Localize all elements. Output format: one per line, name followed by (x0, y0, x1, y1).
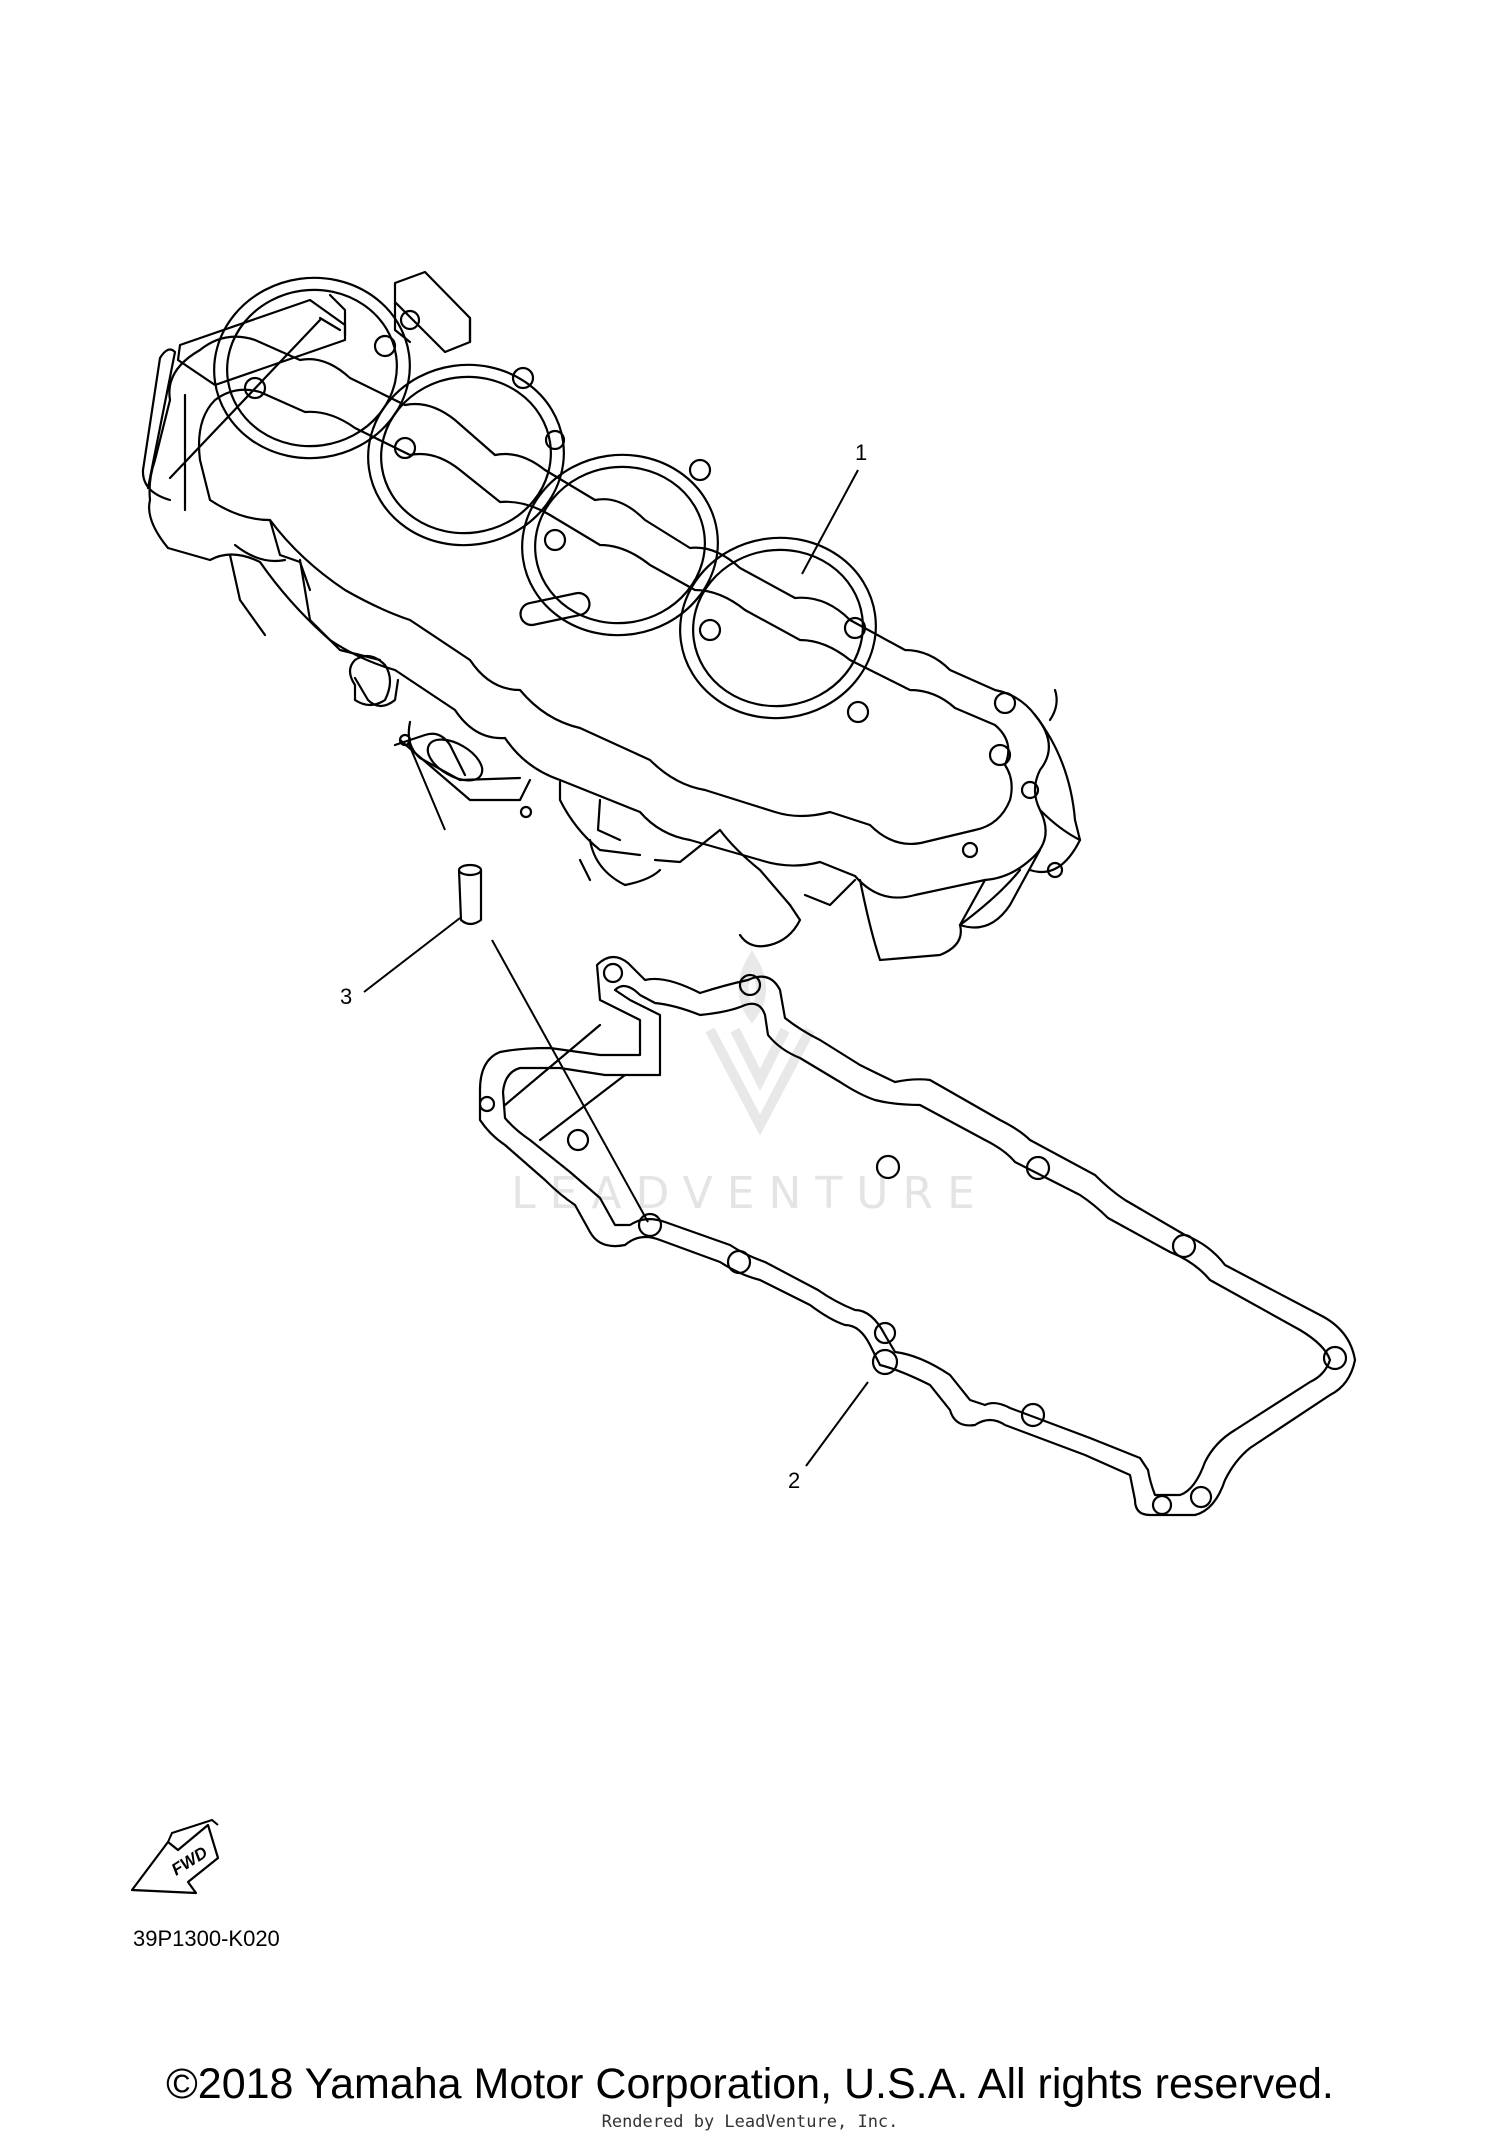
leader-line-2 (805, 1381, 869, 1467)
callout-1: 1 (855, 440, 867, 465)
watermark-text: LEADVENTURE (511, 1168, 989, 1219)
leader-lines (363, 469, 869, 1467)
leader-line-3 (363, 917, 461, 993)
callout-labels: 1 2 3 (340, 440, 867, 1493)
dowel-pin-part (457, 863, 483, 926)
fwd-direction-badge: FWD (130, 1818, 220, 1895)
rendered-by-credit: Rendered by LeadVenture, Inc. (601, 2112, 899, 2132)
diagram-code: 39P1300-K020 (133, 1926, 280, 1951)
callout-3: 3 (340, 984, 352, 1009)
leader-line-1 (801, 469, 859, 575)
copyright-notice: ©2018 Yamaha Motor Corporation, U.S.A. A… (166, 2060, 1334, 2108)
alignment-line-dowel (407, 741, 446, 831)
cylinder-gasket-part (478, 955, 1357, 1517)
callout-2: 2 (788, 1468, 800, 1493)
watermark: LEADVENTURE (511, 950, 989, 1219)
fwd-arrow-icon (130, 1823, 220, 1895)
alignment-line-gasket (491, 939, 649, 1223)
cylinder-part (141, 270, 1082, 962)
